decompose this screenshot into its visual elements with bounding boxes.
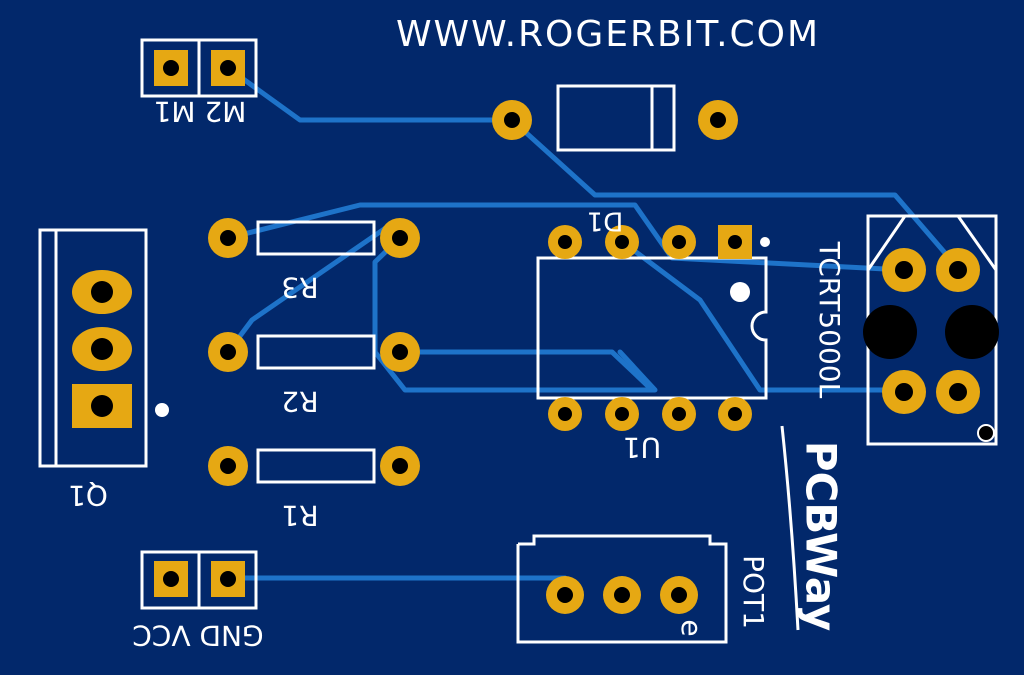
trace-r3-to-u1 (225, 202, 907, 273)
q1-pin-dot (155, 403, 169, 417)
r2-outline (256, 334, 376, 370)
d1-outline (556, 84, 676, 152)
mount-hole-left (863, 305, 917, 359)
r3-label: R3 (281, 271, 318, 304)
silkscreen (38, 38, 998, 644)
trace-m1-to-d1 (225, 65, 515, 123)
mount-hole-right (945, 305, 999, 359)
trace-d1-to-sensor (509, 117, 961, 271)
pot1-mark: e (675, 619, 708, 636)
q1-outline (38, 228, 148, 468)
website-label: WWW.ROGERBIT.COM (396, 14, 820, 55)
r2-label: R2 (281, 385, 318, 418)
trace-r2-to-u1 (397, 349, 653, 391)
q1-label: Q1 (68, 479, 108, 512)
pot1-label: POT1 (737, 555, 770, 629)
m-connector-label: M2 M1 (154, 95, 247, 128)
tcrt-label: TCRT5000L (813, 241, 846, 399)
trace-r3-loop (372, 235, 658, 393)
pcbway-swoosh (780, 425, 800, 631)
power-connector-label: GND VCC (132, 619, 263, 652)
pot1-outline (516, 534, 728, 644)
u1-outline (536, 256, 768, 400)
r1-label: R1 (281, 499, 318, 532)
pcbway-logo-text: PCBWay (797, 441, 846, 632)
silk-labels: WWW.ROGERBIT.COM M2 M1 D1 R3 R2 R1 Q1 U1… (68, 14, 846, 652)
r1-outline (256, 448, 376, 484)
silk-dots (155, 237, 995, 442)
trace-u1-diagonal (617, 237, 907, 393)
d1-label: D1 (587, 206, 624, 236)
u1-pin1-dot (730, 282, 750, 302)
r3-outline (256, 220, 376, 256)
pads (72, 50, 999, 614)
u1-label: U1 (623, 431, 661, 464)
